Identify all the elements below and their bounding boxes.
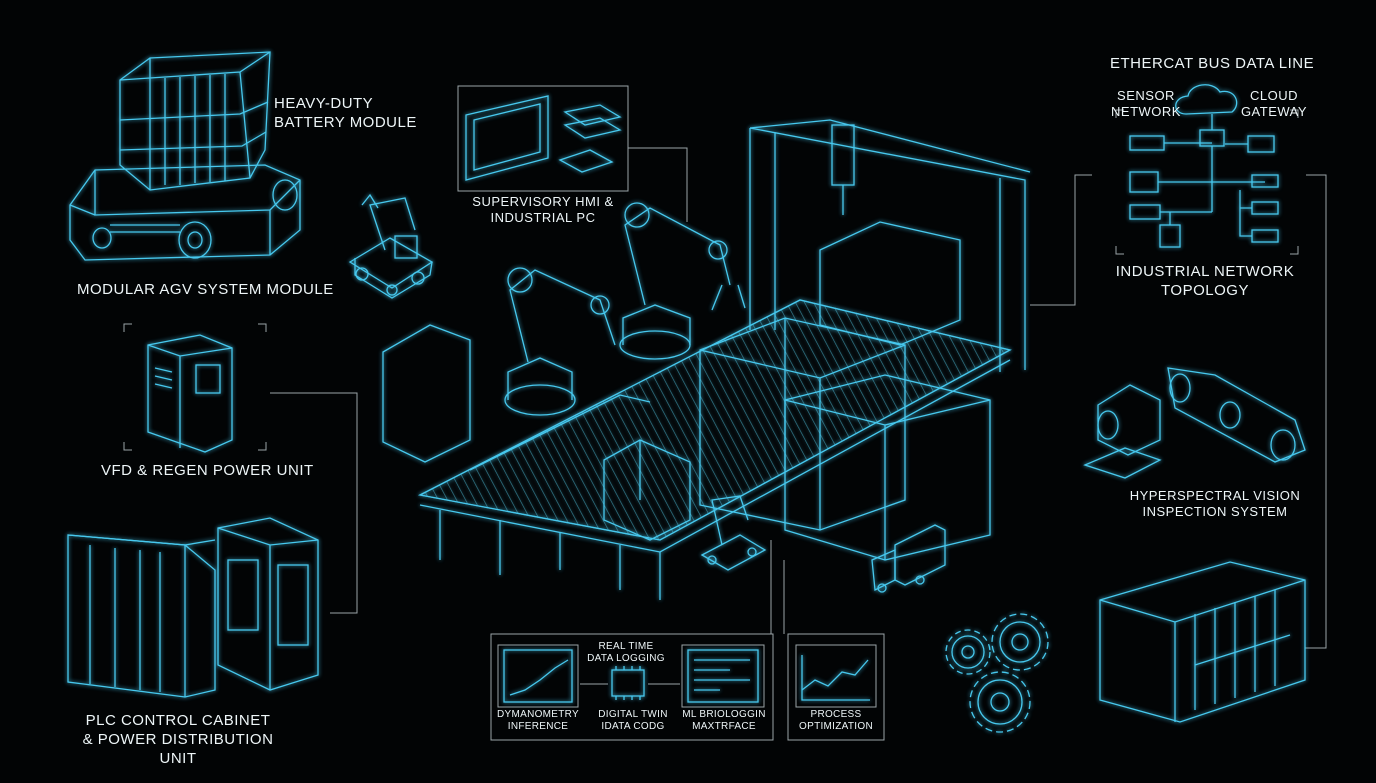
plc-rack-icon <box>1099 561 1306 723</box>
process-optimization-label: Process optimization <box>799 709 873 732</box>
network-nodes <box>1129 114 1279 248</box>
vfd-label: VFD & regen power unit <box>101 462 314 479</box>
plc-cabinet-label: PLC control cabinet & power distribution… <box>82 712 274 767</box>
small-excavator-icon <box>700 495 767 571</box>
network-topology-label: Industrial network topology <box>1115 263 1295 299</box>
ethercat-label: EtherCAT bus data line <box>1110 55 1315 72</box>
chip-icon <box>611 666 645 700</box>
gantry-icon <box>749 119 1031 372</box>
hmi-monitor-icon <box>465 95 622 181</box>
gear-icon <box>945 613 1049 733</box>
leader-lines <box>123 85 1327 741</box>
cell-frames <box>382 221 991 561</box>
dynamometry-label: Dymanometry inference <box>496 709 579 732</box>
battery-module-label: Heavy-duty battery module <box>274 95 417 131</box>
conveyor-icon <box>418 299 1012 600</box>
vision-system-label: Hyperspectral vision inspection system <box>1129 488 1301 519</box>
robot-arm-icon <box>504 202 746 416</box>
vfd-cabinet-icon <box>147 334 233 453</box>
cloud-icon <box>1175 84 1238 115</box>
digital-twin-label: Digital twin idata codg <box>598 709 668 732</box>
agv-icon <box>69 164 301 261</box>
truck-icon <box>871 524 946 593</box>
vision-camera-icon <box>1083 367 1306 479</box>
hmi-label: Supervisory HMI & industrial PC <box>472 194 614 225</box>
ml-interface-label: ML briologgin maxtrface <box>682 709 766 732</box>
forklift-robot-icon <box>348 193 434 299</box>
real-time-logging-label: Real time data logging <box>587 641 665 664</box>
agv-module-label: Modular AGV system module <box>77 281 334 298</box>
battery-icon <box>119 51 271 191</box>
cloud-gateway-label: Cloud gateway <box>1240 88 1308 119</box>
sensor-network-label: Sensor network <box>1111 88 1181 119</box>
plc-cabinet-icon <box>67 517 319 698</box>
panel-graphics <box>503 649 870 703</box>
